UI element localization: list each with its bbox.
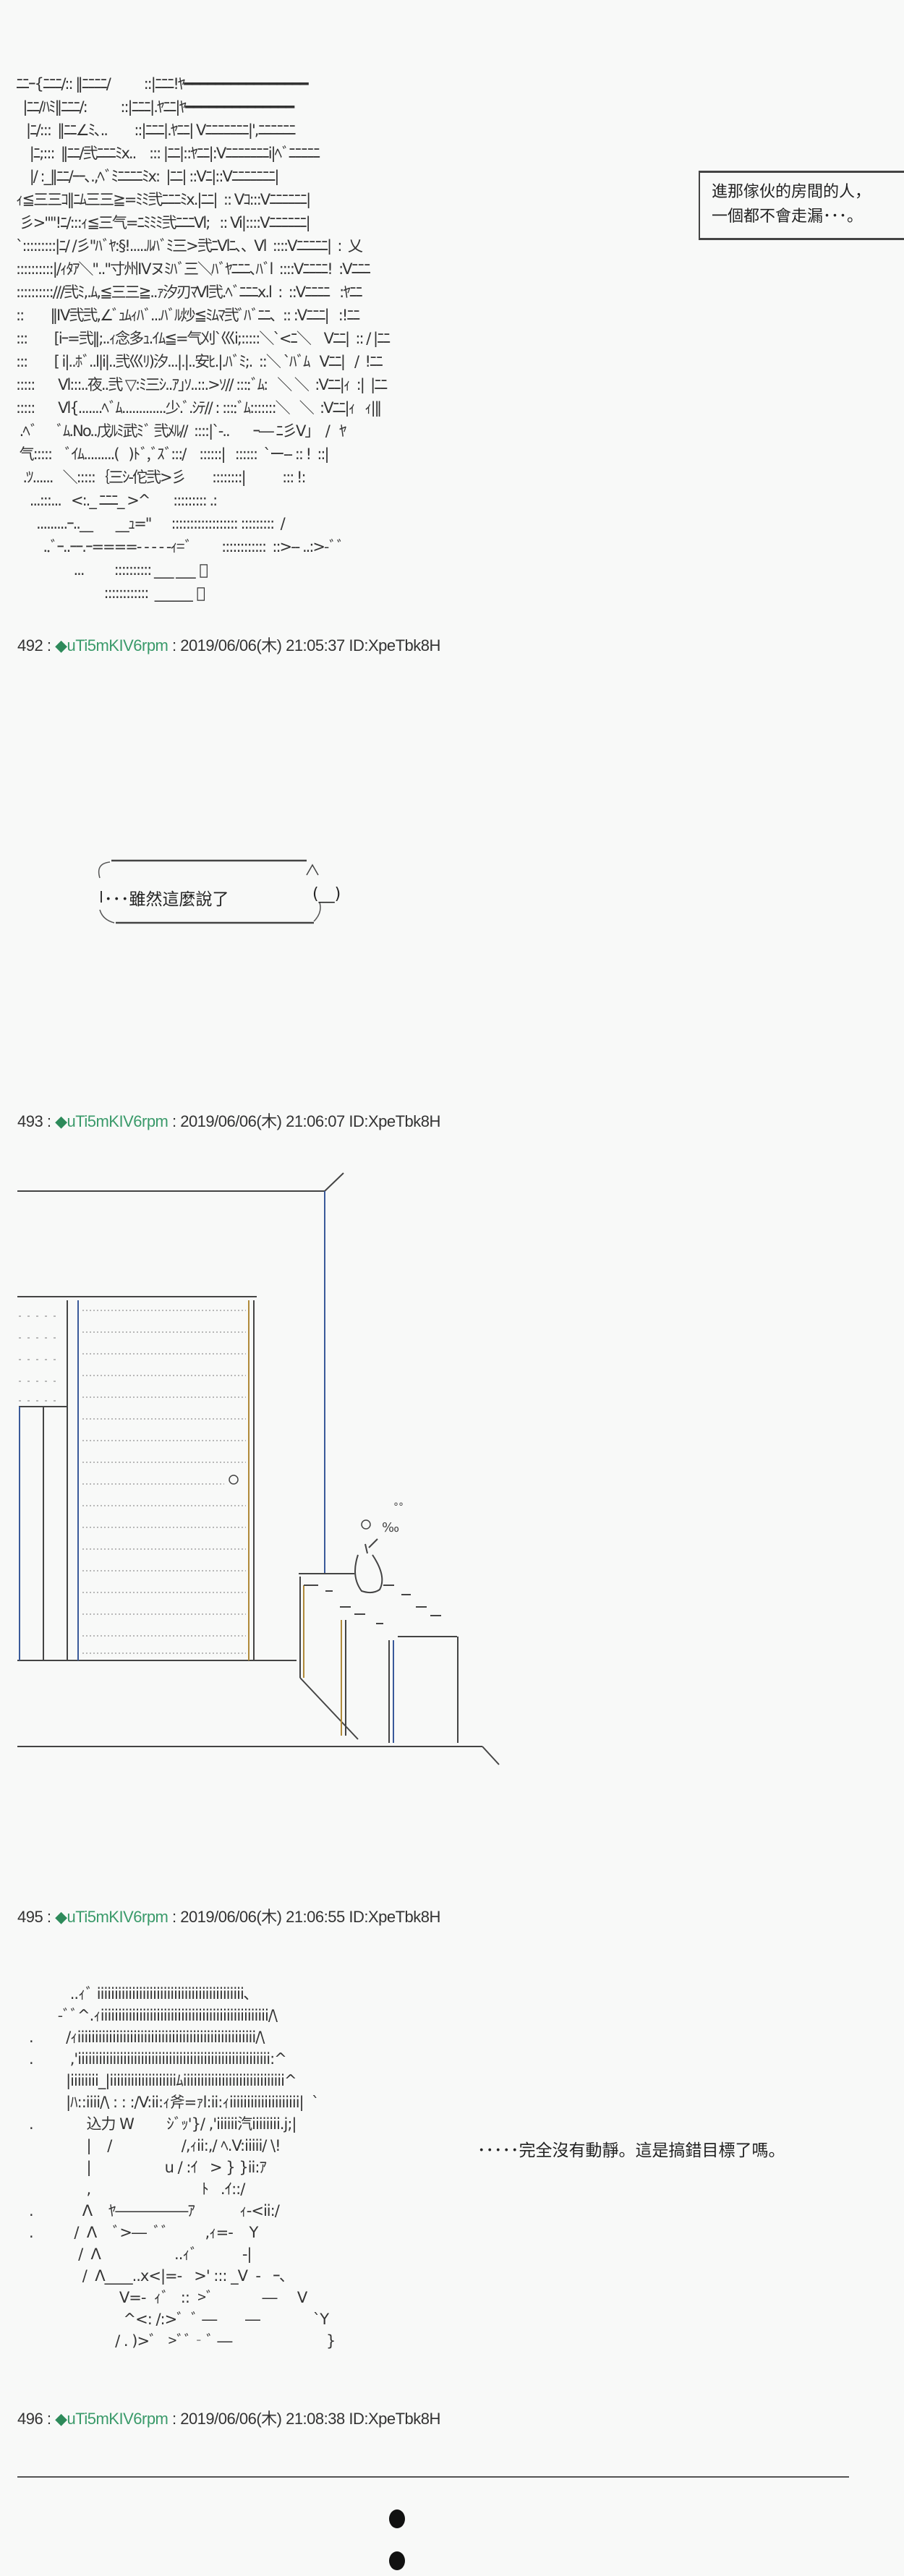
post-number[interactable]: 492 bbox=[17, 636, 43, 654]
ellipsis-dot-icon bbox=[389, 2551, 405, 2570]
trip-code[interactable]: uTi5mKIV6rpm bbox=[67, 1908, 169, 1926]
post-header-492: 492 : ◆uTi5mKIV6rpm : 2019/06/06(木) 21:0… bbox=[17, 636, 440, 655]
post-header-493: 493 : ◆uTi5mKIV6rpm : 2019/06/06(木) 21:0… bbox=[17, 1112, 440, 1131]
bubble-outline-icon bbox=[98, 859, 321, 924]
post-number[interactable]: 495 bbox=[17, 1908, 43, 1926]
separator: : bbox=[43, 2410, 56, 2428]
post-datetime-id: : 2019/06/06(木) 21:05:37 ID:XpeTbk8H bbox=[168, 636, 440, 654]
trip-code[interactable]: uTi5mKIV6rpm bbox=[67, 1112, 169, 1130]
trip-diamond-icon: ◆ bbox=[55, 1908, 67, 1926]
door-knob bbox=[229, 1475, 239, 1485]
speech-prefix: ･････ bbox=[477, 2141, 519, 2160]
ellipsis-dot-icon bbox=[389, 2509, 405, 2528]
trip-diamond-icon: ◆ bbox=[55, 1112, 67, 1130]
trip-diamond-icon: ◆ bbox=[55, 636, 67, 654]
ascii-art-top: ﾆﾆｰ{ﾆﾆﾆ/:: ‖ﾆﾆﾆﾆ/ ::|ﾆﾆﾆ!ﾔ━━━━━━━━━━━━━━… bbox=[16, 75, 391, 602]
trip-code[interactable]: uTi5mKIV6rpm bbox=[67, 2410, 169, 2428]
speech-line-2: 一個都不會走漏･･･。 bbox=[712, 208, 864, 226]
speech-text: 完全沒有動靜。這是搞錯目標了嗎。 bbox=[519, 2141, 785, 2160]
svg-text:°°: °° bbox=[393, 1501, 404, 1513]
trip-code[interactable]: uTi5mKIV6rpm bbox=[67, 636, 169, 654]
post-header-495: 495 : ◆uTi5mKIV6rpm : 2019/06/06(木) 21:0… bbox=[17, 1908, 440, 1927]
post-datetime-id: : 2019/06/06(木) 21:06:55 ID:XpeTbk8H bbox=[168, 1908, 440, 1926]
svg-text:‰: ‰ bbox=[382, 1520, 399, 1535]
ascii-art-character: ..ｨﾞ iiiiiiiiiiiiiiiiiiiiiiiiiiiiiiiiiii… bbox=[29, 1985, 336, 2350]
post-number[interactable]: 493 bbox=[17, 1112, 43, 1130]
speech-text: ･･･雖然這麼說了 bbox=[104, 890, 229, 909]
separator: : bbox=[43, 636, 56, 654]
trip-diamond-icon: ◆ bbox=[55, 2410, 67, 2428]
post-datetime-id: : 2019/06/06(木) 21:06:07 ID:XpeTbk8H bbox=[168, 1112, 440, 1130]
speech-line-1: 進那傢伙的房間的人， bbox=[712, 183, 871, 201]
speech-bubble-492: ･･･雖然這麼說了 (__) bbox=[78, 859, 341, 924]
speech-bubble-top: 進那傢伙的房間的人， 一個都不會走漏･･･。 bbox=[699, 171, 904, 240]
separator: : bbox=[43, 1112, 56, 1130]
speech-495: ･････完全沒有動靜。這是搞錯目標了嗎。 bbox=[477, 2136, 785, 2161]
separator: : bbox=[43, 1908, 56, 1926]
post-number[interactable]: 496 bbox=[17, 2410, 43, 2428]
post-header-496: 496 : ◆uTi5mKIV6rpm : 2019/06/06(木) 21:0… bbox=[17, 2410, 440, 2428]
post-datetime-id: : 2019/06/06(木) 21:08:38 ID:XpeTbk8H bbox=[168, 2410, 440, 2428]
bubble-tail: (__) bbox=[312, 885, 341, 903]
divider-line bbox=[17, 2476, 849, 2478]
room-scene-art: ‰ °° bbox=[17, 1172, 500, 1765]
